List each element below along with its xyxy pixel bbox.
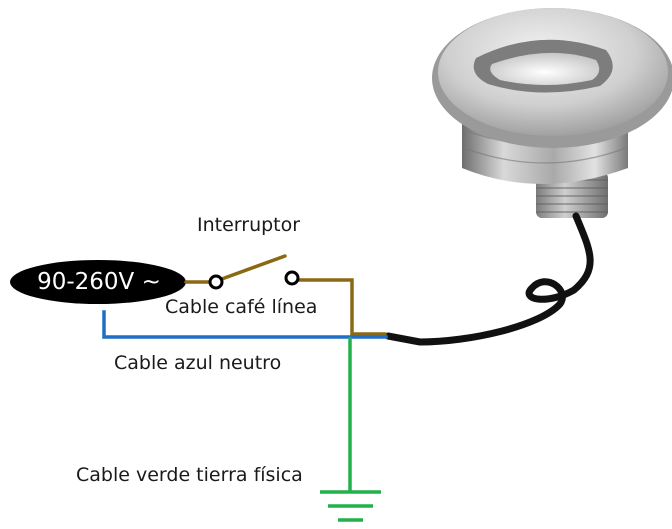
blue-cable-label: Cable azul neutro xyxy=(114,352,282,374)
switch-icon xyxy=(208,270,300,290)
power-source xyxy=(10,260,186,304)
power-source-label: 90-260V ~ xyxy=(37,269,161,295)
green-cable-label: Cable verde tierra física xyxy=(76,464,303,486)
brown-cable-label: Cable café línea xyxy=(165,296,318,318)
recessed-step-light-icon xyxy=(432,8,672,218)
line-wire-brown xyxy=(184,254,387,336)
neutral-wire-blue xyxy=(102,310,388,339)
ground-symbol-icon xyxy=(320,490,381,522)
switch-label: Interruptor xyxy=(197,214,301,236)
lamp-cable xyxy=(384,212,594,346)
